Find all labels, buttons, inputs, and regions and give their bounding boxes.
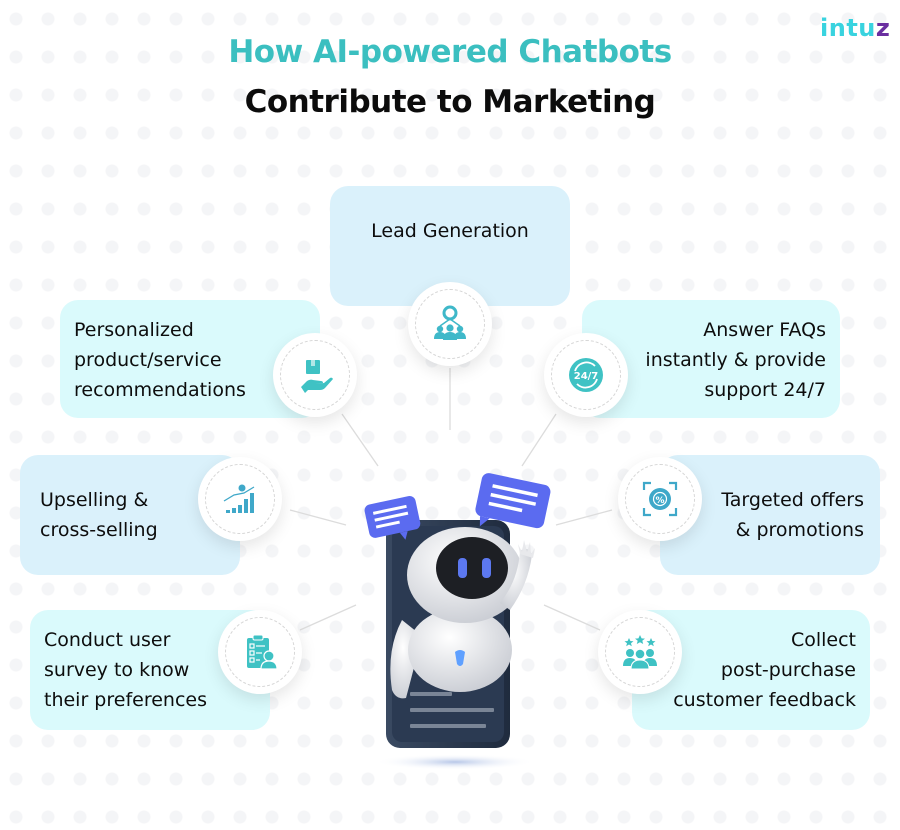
clipboard-user-icon (247, 634, 278, 670)
intuz-logo: intuz (820, 14, 891, 42)
svg-text:%: % (655, 496, 664, 506)
clock-24-7-icon: 24/7 (569, 358, 603, 392)
badge-answer-faqs: 24/7 (544, 333, 628, 417)
people-network-icon (434, 305, 466, 340)
title-line-2: Contribute to Marketing (244, 84, 656, 120)
card-personalized-recommendations: Personalized product/service recommendat… (60, 300, 320, 418)
badge-customer-feedback (598, 610, 682, 694)
title-line-1: How AI-powered Chatbots (228, 34, 672, 70)
growth-chart-icon (223, 484, 255, 513)
badge-user-survey (218, 610, 302, 694)
badge-lead-generation (408, 282, 492, 366)
robot-chatbot-illustration (364, 473, 551, 770)
badge-personalized-recommendations (273, 333, 357, 417)
target-percent-icon: % (642, 481, 678, 517)
badge-upselling (198, 457, 282, 541)
svg-text:24/7: 24/7 (574, 371, 599, 382)
card-user-survey: Conduct user survey to know their prefer… (30, 610, 270, 730)
rated-customers-icon (623, 635, 657, 670)
hand-box-icon (301, 360, 333, 393)
badge-targeted-offers: % (618, 457, 702, 541)
card-text: Lead Generation (371, 220, 529, 242)
